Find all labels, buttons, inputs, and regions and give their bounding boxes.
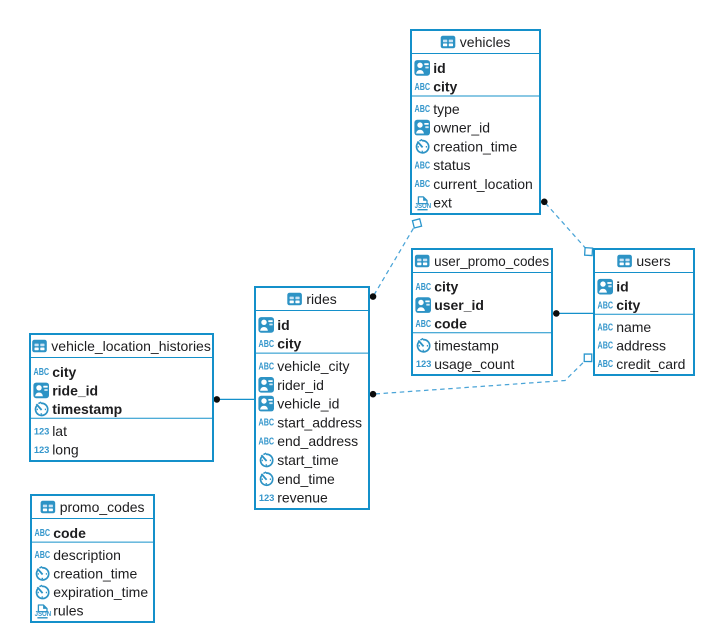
svg-text:credit_card: credit_card [616, 356, 685, 372]
svg-text:revenue: revenue [277, 490, 328, 506]
svg-text:usage_count: usage_count [434, 356, 514, 372]
svg-text:vehicle_city: vehicle_city [277, 358, 349, 374]
svg-text:ext: ext [433, 195, 452, 211]
svg-text:start_time: start_time [277, 452, 339, 468]
svg-text:address: address [616, 337, 666, 353]
svg-text:expiration_time: expiration_time [53, 584, 148, 600]
svg-text:timestamp: timestamp [52, 401, 122, 417]
svg-text:vehicles: vehicles [460, 34, 511, 50]
svg-text:owner_id: owner_id [433, 120, 490, 136]
svg-text:city: city [616, 297, 640, 313]
svg-text:rider_id: rider_id [277, 377, 324, 393]
svg-text:timestamp: timestamp [434, 337, 499, 353]
svg-text:type: type [433, 101, 460, 117]
svg-text:id: id [277, 317, 289, 333]
svg-text:current_location: current_location [433, 176, 533, 192]
svg-text:city: city [52, 364, 76, 380]
svg-text:lat: lat [52, 423, 67, 439]
svg-text:long: long [52, 442, 78, 458]
svg-text:promo_codes: promo_codes [60, 499, 145, 515]
svg-text:vehicle_id: vehicle_id [277, 396, 339, 412]
svg-text:users: users [636, 253, 670, 269]
svg-text:user_id: user_id [434, 297, 484, 313]
svg-text:id: id [616, 279, 628, 295]
svg-text:user_promo_codes: user_promo_codes [434, 253, 549, 269]
svg-text:rules: rules [53, 603, 83, 619]
svg-text:status: status [433, 157, 470, 173]
svg-text:city: city [433, 79, 457, 95]
svg-text:rides: rides [306, 291, 336, 307]
svg-text:start_address: start_address [277, 414, 362, 430]
svg-text:city: city [434, 279, 458, 295]
svg-text:code: code [53, 525, 86, 541]
svg-text:code: code [434, 316, 467, 332]
svg-text:end_time: end_time [277, 471, 335, 487]
svg-text:name: name [616, 319, 651, 335]
svg-text:description: description [53, 547, 121, 563]
svg-text:id: id [433, 60, 445, 76]
svg-text:city: city [277, 336, 301, 352]
svg-text:creation_time: creation_time [433, 138, 517, 154]
svg-text:vehicle_location_histories: vehicle_location_histories [51, 338, 211, 354]
svg-text:end_address: end_address [277, 433, 358, 449]
svg-text:creation_time: creation_time [53, 566, 137, 582]
svg-text:ride_id: ride_id [52, 382, 98, 398]
